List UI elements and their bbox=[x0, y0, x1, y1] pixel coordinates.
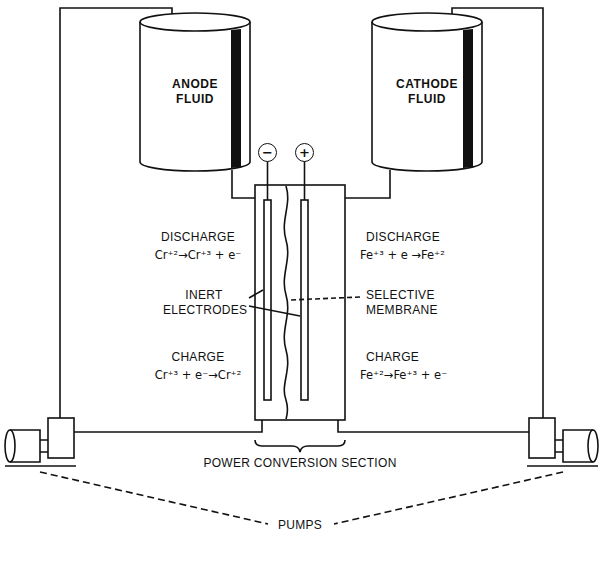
leader-line bbox=[249, 290, 263, 298]
leader-line bbox=[249, 306, 300, 316]
leader-line bbox=[290, 297, 360, 300]
pointer-line bbox=[40, 472, 268, 524]
terminal-wire bbox=[304, 161, 306, 200]
reaction-equation: Cr⁺²→Cr⁺³ + e⁻ bbox=[155, 248, 242, 263]
part-label: PUMPS bbox=[278, 518, 322, 533]
part-label: INERT ELECTRODES bbox=[163, 288, 245, 318]
tank-shading bbox=[463, 29, 473, 168]
anode-tank-outline bbox=[140, 22, 250, 171]
electrode bbox=[264, 200, 271, 400]
tank-shading bbox=[231, 29, 241, 168]
terminal-circle: − bbox=[258, 143, 277, 162]
pump-housing bbox=[529, 418, 555, 458]
pump-shaft bbox=[555, 440, 563, 452]
feed-pipe bbox=[345, 170, 390, 198]
reaction-equation: Fe⁺²→Fe⁺³ + e⁻ bbox=[360, 368, 447, 383]
tank-label: CATHODE FLUID bbox=[394, 77, 460, 107]
terminal-sign: − bbox=[262, 146, 273, 159]
process-heading: DISCHARGE bbox=[161, 230, 235, 245]
cathode-tank-top bbox=[372, 13, 482, 31]
fluid-tank: CATHODE FLUID bbox=[372, 22, 482, 162]
terminal-circle: + bbox=[295, 143, 314, 162]
pump-base bbox=[5, 465, 76, 467]
pump-housing bbox=[48, 418, 74, 458]
reaction-equation: Cr⁺³ + e⁻→Cr⁺² bbox=[155, 368, 242, 383]
anode-tank-top bbox=[140, 13, 250, 31]
terminal-sign: + bbox=[299, 146, 310, 159]
part-label: SELECTIVE MEMBRANE bbox=[366, 288, 448, 318]
return-pipe bbox=[60, 8, 172, 418]
feed-pipe bbox=[232, 170, 255, 198]
section-label: POWER CONVERSION SECTION bbox=[203, 456, 396, 471]
outlet-pipe bbox=[74, 420, 262, 432]
fluid-tank: ANODE FLUID bbox=[140, 22, 250, 162]
pump-base bbox=[527, 465, 598, 467]
process-heading: DISCHARGE bbox=[366, 230, 440, 245]
process-heading: CHARGE bbox=[171, 350, 224, 365]
cathode-tank-outline bbox=[372, 22, 482, 171]
pump-motor-end bbox=[5, 430, 15, 462]
reaction-equation: Fe⁺³ + e →Fe⁺² bbox=[360, 248, 445, 263]
cell-housing bbox=[255, 185, 345, 420]
pump-shaft bbox=[40, 440, 48, 452]
return-pipe bbox=[452, 8, 543, 418]
tank-label: ANODE FLUID bbox=[162, 77, 228, 107]
pump-motor-end bbox=[588, 430, 598, 462]
process-heading: CHARGE bbox=[366, 350, 419, 365]
selective-membrane bbox=[284, 186, 287, 419]
pointer-line bbox=[334, 472, 563, 524]
terminal-wire bbox=[267, 161, 269, 200]
section-brace bbox=[255, 440, 345, 452]
outlet-pipe bbox=[338, 420, 529, 432]
